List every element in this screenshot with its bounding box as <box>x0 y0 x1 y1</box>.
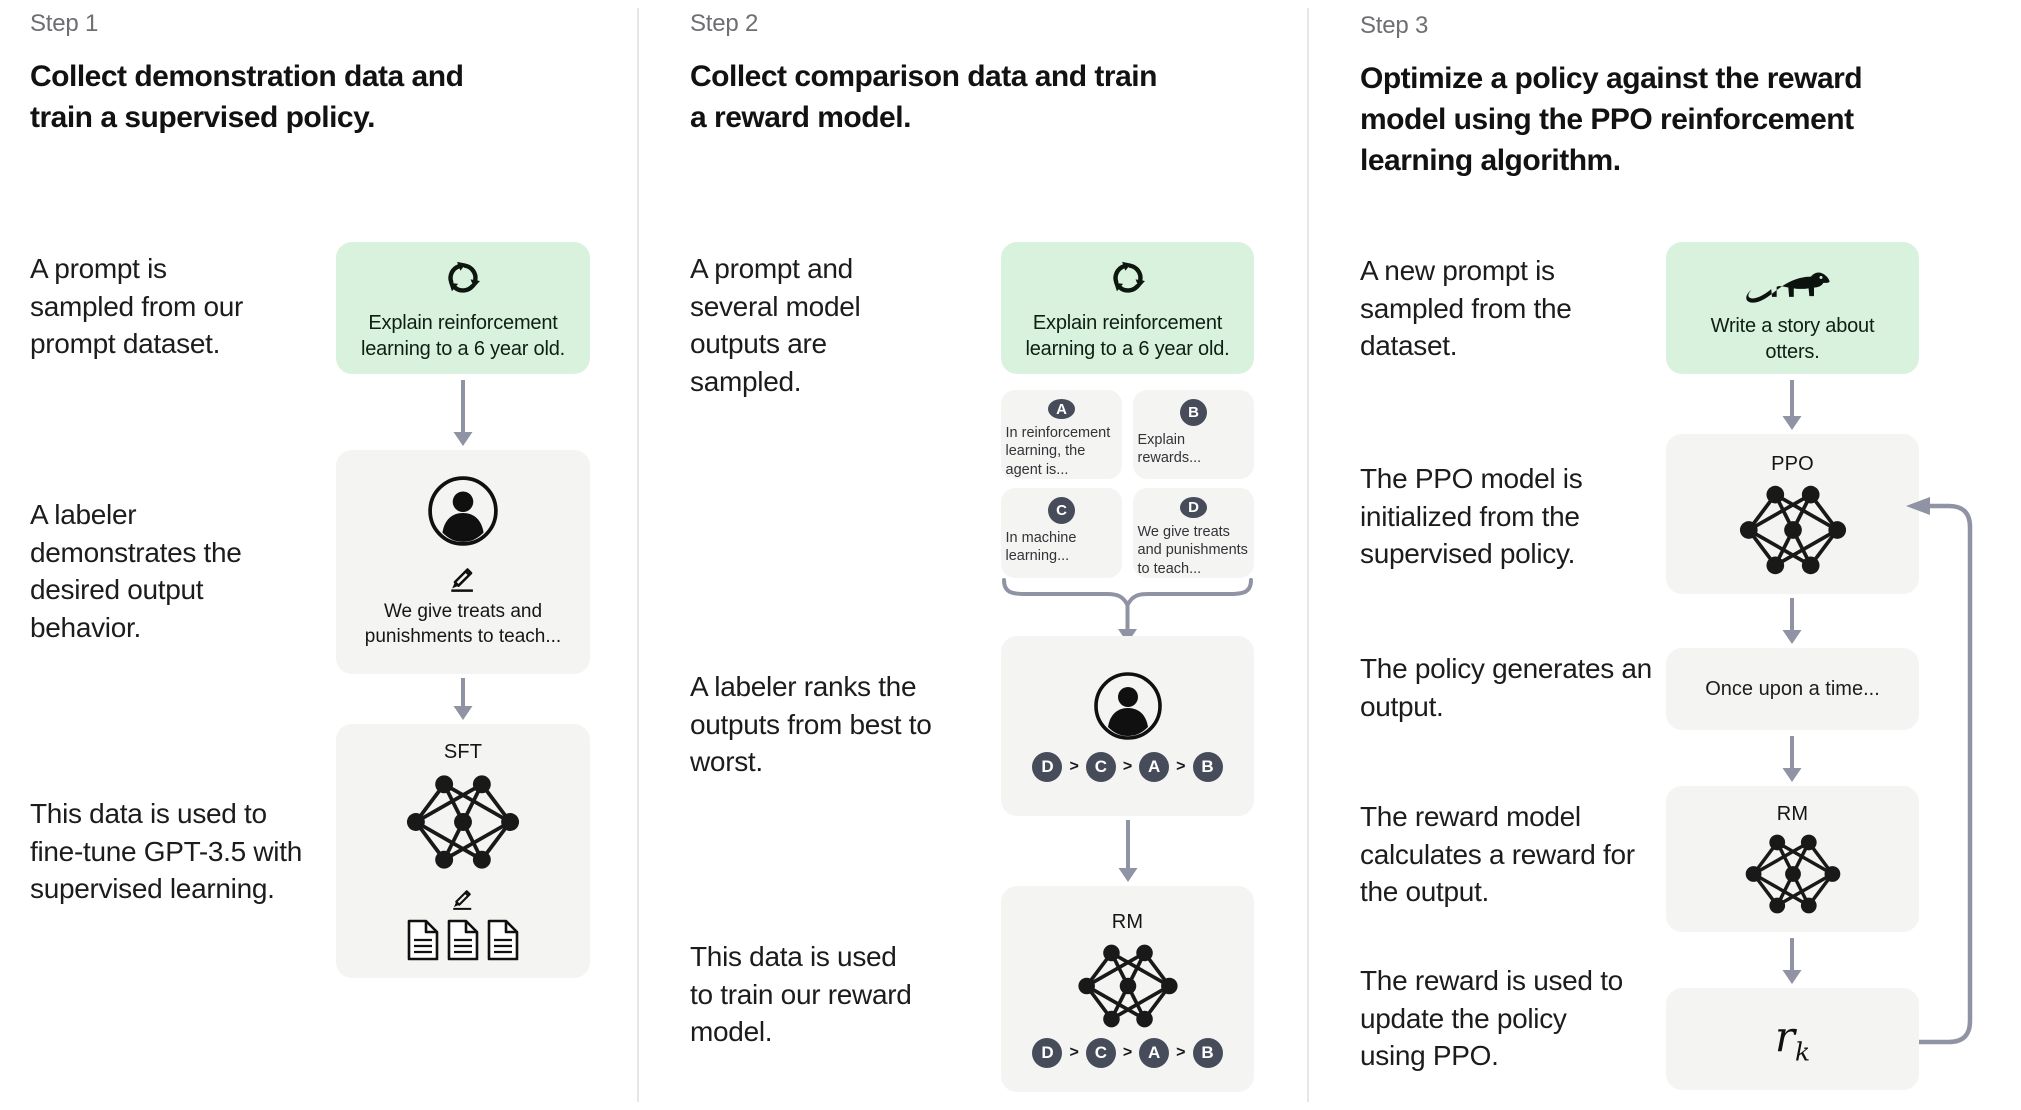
output-d-text: We give treats and punishments to teach.… <box>1137 524 1248 577</box>
neural-network-icon <box>1737 484 1849 576</box>
badge-c: C <box>1048 497 1075 524</box>
step2-annotation-data: This data is used to train our reward mo… <box>690 941 912 1048</box>
document-icon <box>406 919 440 961</box>
rank-badge: B <box>1192 752 1223 782</box>
step2-rm-box: RM D > C > A > B <box>1001 886 1254 1092</box>
output-box-c: C In machine learning... <box>1001 488 1122 578</box>
arrow-down <box>1782 380 1802 430</box>
step3-prompt-box: Write a story about otters. <box>1666 242 1919 374</box>
ppo-label: PPO <box>1771 452 1814 475</box>
step1-annotation-labeler: A labeler demonstrates the desired outpu… <box>30 499 242 643</box>
step3-ppo-box: PPO <box>1666 434 1919 594</box>
badge-a: A <box>1048 399 1075 420</box>
reward-var: r <box>1774 1011 1795 1061</box>
greater-than: > <box>1176 1043 1186 1061</box>
step2-title: Collect comparison data and train a rewa… <box>690 60 1157 135</box>
step2-annotation-prompt: A prompt and several model outputs are s… <box>690 253 861 397</box>
labeler-icon <box>426 474 500 548</box>
step3-annotation-reward: The reward model calculates a reward for… <box>1360 801 1635 908</box>
output-a-text: In reinforcement learning, the agent is.… <box>1005 425 1111 478</box>
step3-output-box: Once upon a time... <box>1666 648 1919 730</box>
otter-icon <box>1739 251 1847 307</box>
sft-label: SFT <box>443 741 483 763</box>
cycle-icon <box>1105 255 1151 301</box>
rm-label: RM <box>1111 910 1144 933</box>
feedback-loop-arrow <box>1906 497 1973 1045</box>
reward-sub: k <box>1794 1037 1811 1067</box>
output-box-a: A In reinforcement learning, the agent i… <box>1001 390 1122 479</box>
step1-labeler-text: We give treats and punishments to teach.… <box>364 601 562 647</box>
step1-title: Collect demonstration data and train a s… <box>30 60 464 135</box>
step3-annotation-update: The reward is used to update the policy … <box>1360 965 1623 1072</box>
rank-badge: D <box>1032 752 1063 782</box>
badge-b: B <box>1180 399 1207 426</box>
rank-badge: C <box>1085 1037 1116 1068</box>
neural-network-icon <box>1076 943 1180 1029</box>
step3-output-text: Once upon a time... <box>1705 677 1880 700</box>
badge-d: D <box>1180 497 1207 519</box>
ranking-row: D > C > A > B <box>1032 1037 1223 1068</box>
column-divider <box>1307 8 1309 1102</box>
cycle-icon <box>440 255 486 301</box>
step1-sft-box: SFT <box>336 724 590 978</box>
ranking-row: D > C > A > B <box>1032 752 1223 782</box>
greater-than: > <box>1069 758 1079 775</box>
reward-value: rk <box>1775 1012 1810 1066</box>
arrow-down <box>453 678 473 720</box>
arrow-down <box>1782 598 1802 644</box>
output-box-d: D We give treats and punishments to teac… <box>1133 488 1254 578</box>
step2-prompt-box: Explain reinforcement learning to a 6 ye… <box>1001 242 1254 374</box>
step3-reward-box: rk <box>1666 988 1919 1090</box>
step1-label: Step 1 <box>30 10 99 37</box>
step3-annotation-init: The PPO model is initialized from the su… <box>1360 463 1583 570</box>
greater-than: > <box>1176 758 1186 775</box>
arrow-down <box>1782 938 1802 984</box>
rank-badge: A <box>1139 752 1170 782</box>
rank-badge: A <box>1139 1037 1170 1068</box>
output-b-text: Explain rewards... <box>1137 432 1202 467</box>
step3-annotation-prompt: A new prompt is sampled from the dataset… <box>1360 255 1572 362</box>
step1-labeler-box: We give treats and punishments to teach.… <box>336 450 590 674</box>
document-icon <box>446 919 480 961</box>
step1-annotation-data: This data is used to fine-tune GPT-3.5 w… <box>30 798 302 905</box>
neural-network-icon <box>1743 833 1843 915</box>
greater-than: > <box>1122 1043 1133 1061</box>
documents-row <box>406 919 520 961</box>
step1-prompt-box: Explain reinforcement learning to a 6 ye… <box>336 242 590 374</box>
arrow-down <box>1782 736 1802 782</box>
step2-annotation-labeler: A labeler ranks the outputs from best to… <box>690 671 932 778</box>
arrow-down <box>1118 820 1138 882</box>
brace-and-arrow <box>1002 578 1253 643</box>
document-icon <box>486 919 520 961</box>
labeler-icon <box>1092 670 1164 742</box>
pencil-icon <box>445 556 481 593</box>
rank-badge: D <box>1032 1037 1063 1068</box>
step2-label: Step 2 <box>690 10 759 37</box>
step3-title: Optimize a policy against the reward mod… <box>1360 62 1863 178</box>
rank-badge: C <box>1085 752 1116 782</box>
step2-ranking-box: D > C > A > B <box>1001 636 1254 816</box>
column-divider <box>637 8 639 1102</box>
step1-annotation-prompt: A prompt is sampled from our prompt data… <box>30 253 244 360</box>
rank-badge: B <box>1192 1037 1223 1068</box>
pencil-icon <box>448 880 478 910</box>
step1-prompt-text: Explain reinforcement learning to a 6 ye… <box>360 311 566 360</box>
step2-prompt-text: Explain reinforcement learning to a 6 ye… <box>1025 311 1230 360</box>
output-c-text: In machine learning... <box>1005 530 1077 565</box>
output-box-b: B Explain rewards... <box>1133 390 1254 479</box>
step3-prompt-text: Write a story about otters. <box>1710 315 1875 363</box>
greater-than: > <box>1069 1043 1079 1061</box>
arrow-down <box>453 380 473 446</box>
step3-rm-box: RM <box>1666 786 1919 932</box>
rm-label: RM <box>1776 803 1809 825</box>
step3-annotation-output: The policy generates an output. <box>1360 653 1652 722</box>
greater-than: > <box>1122 758 1133 775</box>
neural-network-icon <box>404 773 522 871</box>
step3-label: Step 3 <box>1360 12 1429 39</box>
